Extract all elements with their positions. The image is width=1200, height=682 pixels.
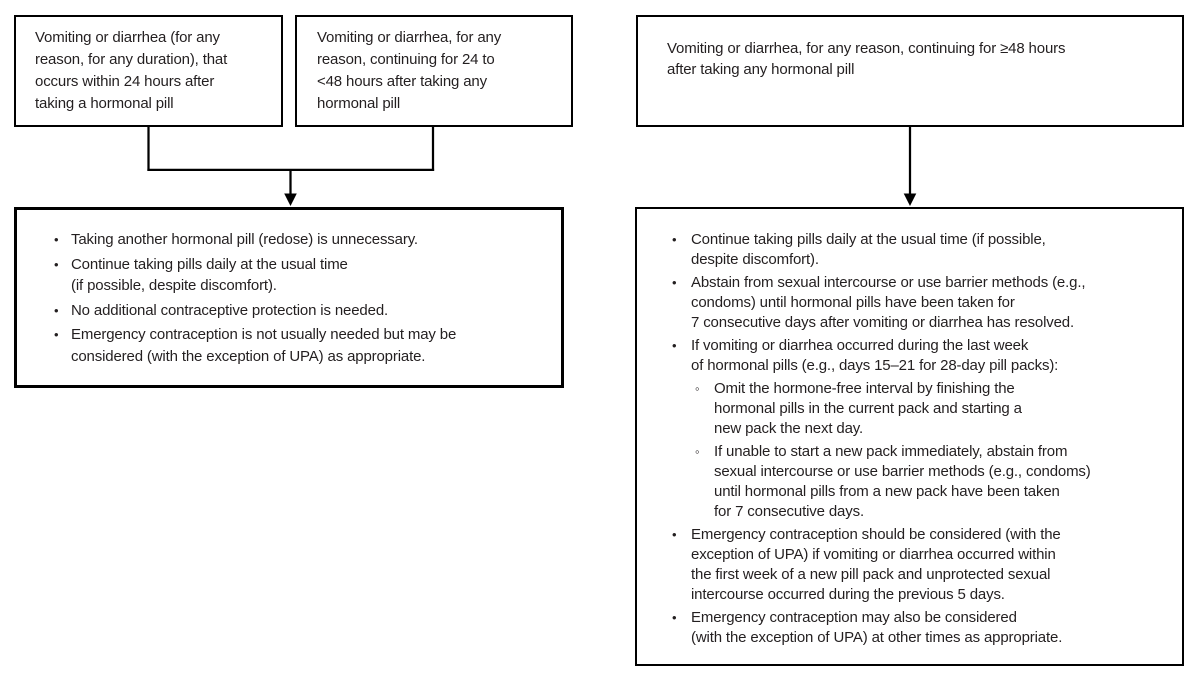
condition-box-within-24h: Vomiting or diarrhea (for any reason, fo… <box>14 15 283 127</box>
list-item: • Abstain from sexual intercourse or use… <box>672 273 1174 333</box>
bullet-icon: • <box>54 302 59 318</box>
list-item: • Emergency contraception should be cons… <box>672 525 1174 605</box>
condition-text-within-24h: Vomiting or diarrhea (for any reason, fo… <box>35 29 228 112</box>
sub-bullet-icon: ◦ <box>695 444 700 459</box>
list-item-text: Emergency contraception may also be cons… <box>691 609 1063 646</box>
outcome-right-list: • Continue taking pills daily at the usu… <box>637 209 1182 648</box>
arrowhead-right-icon <box>903 193 917 206</box>
list-item-text: Taking another hormonal pill (redose) is… <box>71 231 418 248</box>
list-item-text: Continue taking pills daily at the usual… <box>71 255 348 295</box>
condition-text-48h-plus: Vomiting or diarrhea, for any reason, co… <box>667 40 1066 78</box>
bullet-icon: • <box>54 232 59 247</box>
list-item-text: No additional contraceptive protection i… <box>71 301 389 319</box>
bullet-icon: • <box>672 275 677 290</box>
bullet-icon: • <box>672 527 677 542</box>
list-item: • Emergency contraception may also be co… <box>672 608 1174 648</box>
list-item: • No additional contraceptive protection… <box>54 300 553 322</box>
sub-list-item: ◦ If unable to start a new pack immediat… <box>695 442 1174 522</box>
list-item-text: Abstain from sexual intercourse or use b… <box>691 274 1086 331</box>
outcome-left-list: • Taking another hormonal pill (redose) … <box>17 210 561 367</box>
list-item: • Continue taking pills daily at the usu… <box>672 230 1174 270</box>
list-item-text: If vomiting or diarrhea occurred during … <box>691 337 1059 374</box>
list-item: • Emergency contraception is not usually… <box>54 324 553 367</box>
outcome-box-right: • Continue taking pills daily at the usu… <box>635 207 1184 666</box>
bullet-icon: • <box>54 256 59 272</box>
condition-box-24-to-48h: Vomiting or diarrhea, for any reason, co… <box>295 15 573 127</box>
bullet-icon: • <box>672 232 677 247</box>
condition-box-48h-plus: Vomiting or diarrhea, for any reason, co… <box>636 15 1184 127</box>
outcome-box-left: • Taking another hormonal pill (redose) … <box>14 207 564 388</box>
sub-list: ◦ Omit the hormone-free interval by fini… <box>695 379 1174 522</box>
sub-list-item-text: Omit the hormone-free interval by finish… <box>714 380 1022 437</box>
list-item-text: Emergency contraception should be consid… <box>691 526 1061 603</box>
bullet-icon: • <box>54 327 59 342</box>
arrowhead-left-icon <box>284 193 297 206</box>
sub-list-item: ◦ Omit the hormone-free interval by fini… <box>695 379 1174 439</box>
condition-text-24-to-48h: Vomiting or diarrhea, for any reason, co… <box>317 29 502 112</box>
list-item: • If vomiting or diarrhea occurred durin… <box>672 336 1174 376</box>
sub-bullet-icon: ◦ <box>695 381 700 396</box>
list-item: • Taking another hormonal pill (redose) … <box>54 229 553 251</box>
bullet-icon: • <box>672 610 677 625</box>
sub-list-item-text: If unable to start a new pack immediatel… <box>714 443 1091 520</box>
list-item-text: Continue taking pills daily at the usual… <box>691 231 1046 268</box>
list-item-text: Emergency contraception is not usually n… <box>71 326 457 365</box>
list-item: • Continue taking pills daily at the usu… <box>54 254 553 297</box>
bullet-icon: • <box>672 338 677 353</box>
